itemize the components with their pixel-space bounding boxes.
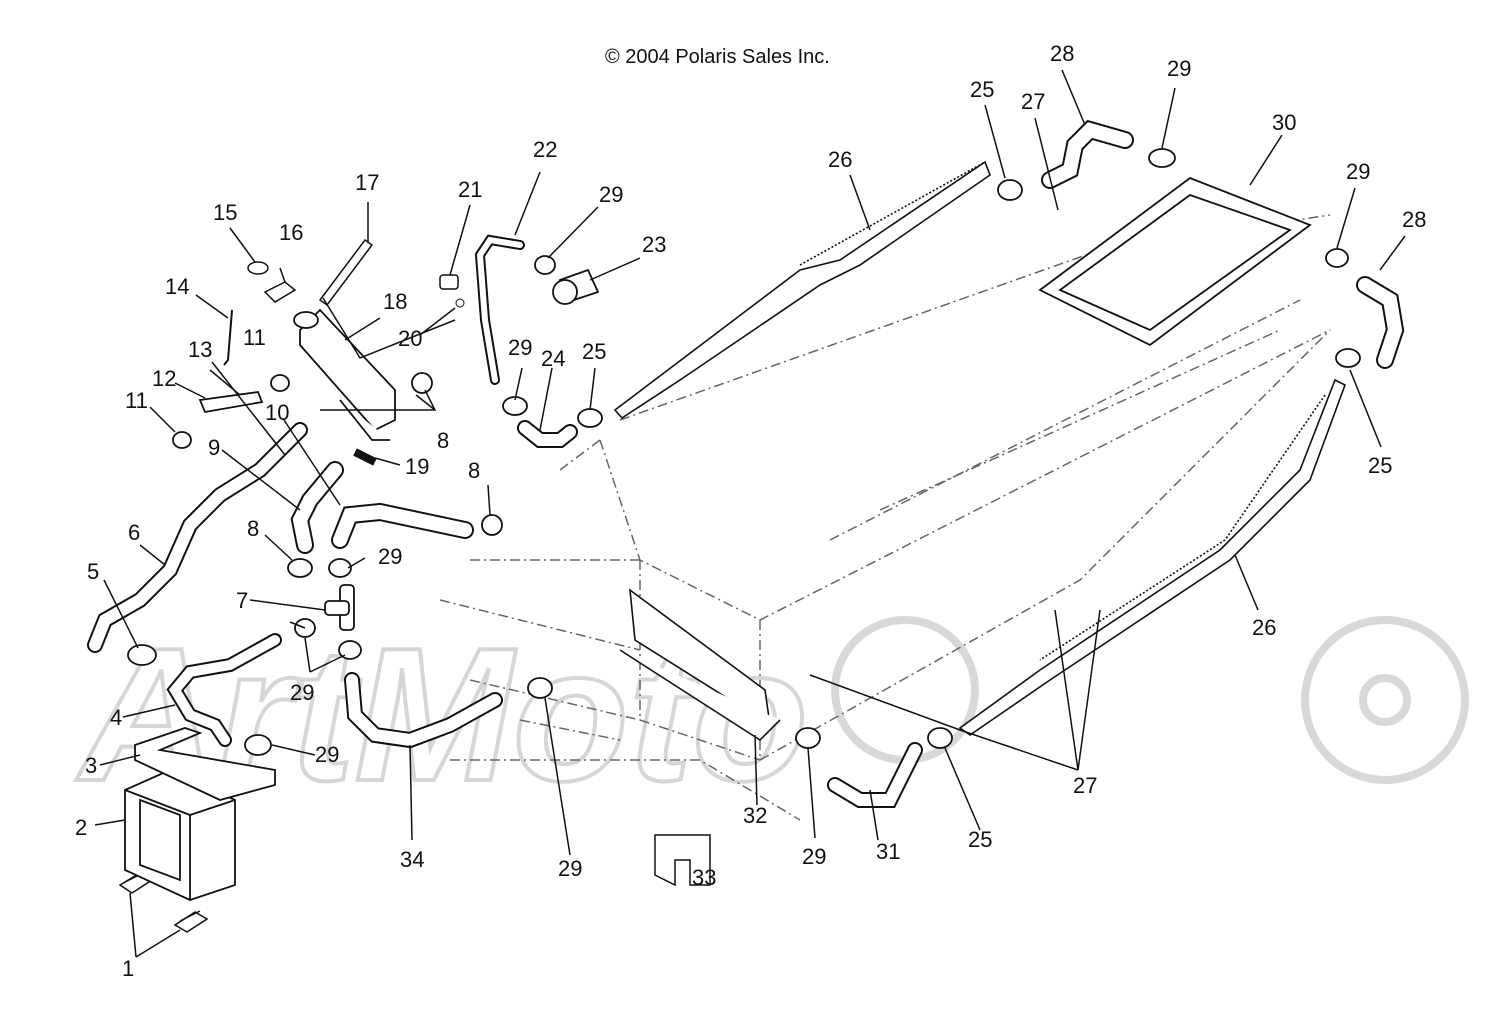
callout-31: 31	[876, 839, 901, 864]
part-3-plate	[134, 727, 276, 801]
callout-11b: 11	[243, 325, 266, 350]
part-19	[353, 448, 377, 466]
part-20-screw	[455, 298, 465, 308]
callout-27b: 27	[1073, 773, 1098, 798]
callout-29e: 29	[378, 544, 403, 569]
part-26-upper-exchanger	[613, 160, 991, 420]
watermark-wheel	[831, 616, 1469, 784]
callout-28a: 28	[1050, 41, 1075, 66]
copyright-text: © 2004 Polaris Sales Inc.	[605, 46, 830, 68]
callout-18: 18	[383, 289, 408, 314]
callout-7: 7	[236, 588, 249, 613]
callout-25c: 25	[1368, 453, 1393, 478]
callout-15: 15	[213, 200, 238, 225]
part-30-panel	[1038, 176, 1312, 347]
callout-5: 5	[87, 559, 100, 584]
callout-27a: 27	[1021, 89, 1046, 114]
callout-29c: 29	[1167, 56, 1192, 81]
callout-25a: 25	[582, 339, 607, 364]
part-21-clamp	[439, 274, 459, 290]
callout-8c: 8	[468, 458, 481, 483]
callout-25b: 25	[970, 77, 995, 102]
callout-33: 33	[692, 865, 717, 890]
callout-29h: 29	[558, 856, 583, 881]
part-2-cooler	[124, 769, 236, 901]
part-14-dipstick	[223, 309, 233, 366]
callout-8b: 8	[437, 428, 450, 453]
callout-1: 1	[122, 956, 135, 981]
callout-29g: 29	[315, 742, 340, 767]
callout-25d: 25	[968, 827, 993, 852]
callout-34: 34	[400, 847, 425, 872]
callout-19: 19	[405, 454, 430, 479]
callout-17: 17	[355, 170, 380, 195]
callout-9: 9	[208, 435, 221, 460]
callout-26b: 26	[1252, 615, 1277, 640]
part-18-reservoir	[293, 308, 396, 441]
callout-10: 10	[265, 400, 290, 425]
callout-26a: 26	[828, 147, 853, 172]
callout-23: 23	[642, 232, 667, 257]
callout-29f: 29	[290, 680, 315, 705]
callout-11a: 11	[125, 388, 148, 413]
callout-16: 16	[279, 220, 304, 245]
callout-12: 12	[152, 366, 177, 391]
callout-6: 6	[128, 520, 141, 545]
callout-21: 21	[458, 177, 483, 202]
leader-lines	[94, 69, 1406, 958]
callout-13: 13	[188, 337, 213, 362]
callout-4: 4	[110, 705, 123, 730]
part-15-16-cap	[247, 261, 297, 303]
callout-24: 24	[541, 346, 566, 371]
callout-29b: 29	[508, 335, 533, 360]
callout-29i: 29	[802, 844, 827, 869]
callout-2: 2	[75, 815, 88, 840]
callout-29a: 29	[599, 182, 624, 207]
callout-28b: 28	[1402, 207, 1427, 232]
part-17-tube	[318, 238, 374, 307]
part-23-fitting	[552, 268, 600, 305]
callout-22: 22	[533, 137, 558, 162]
part-26-lower-exchanger	[958, 378, 1346, 736]
part-32-rear-exchanger	[619, 588, 781, 742]
part-12-pipe	[198, 391, 264, 414]
callout-8a: 8	[247, 516, 260, 541]
callout-14: 14	[165, 274, 190, 299]
callout-29d: 29	[1346, 159, 1371, 184]
callout-20: 20	[398, 326, 423, 351]
callout-30: 30	[1272, 110, 1297, 135]
part-7-tee	[324, 584, 355, 631]
callout-32: 32	[743, 803, 768, 828]
part-33-bracket	[654, 834, 711, 887]
callout-3: 3	[85, 753, 98, 778]
